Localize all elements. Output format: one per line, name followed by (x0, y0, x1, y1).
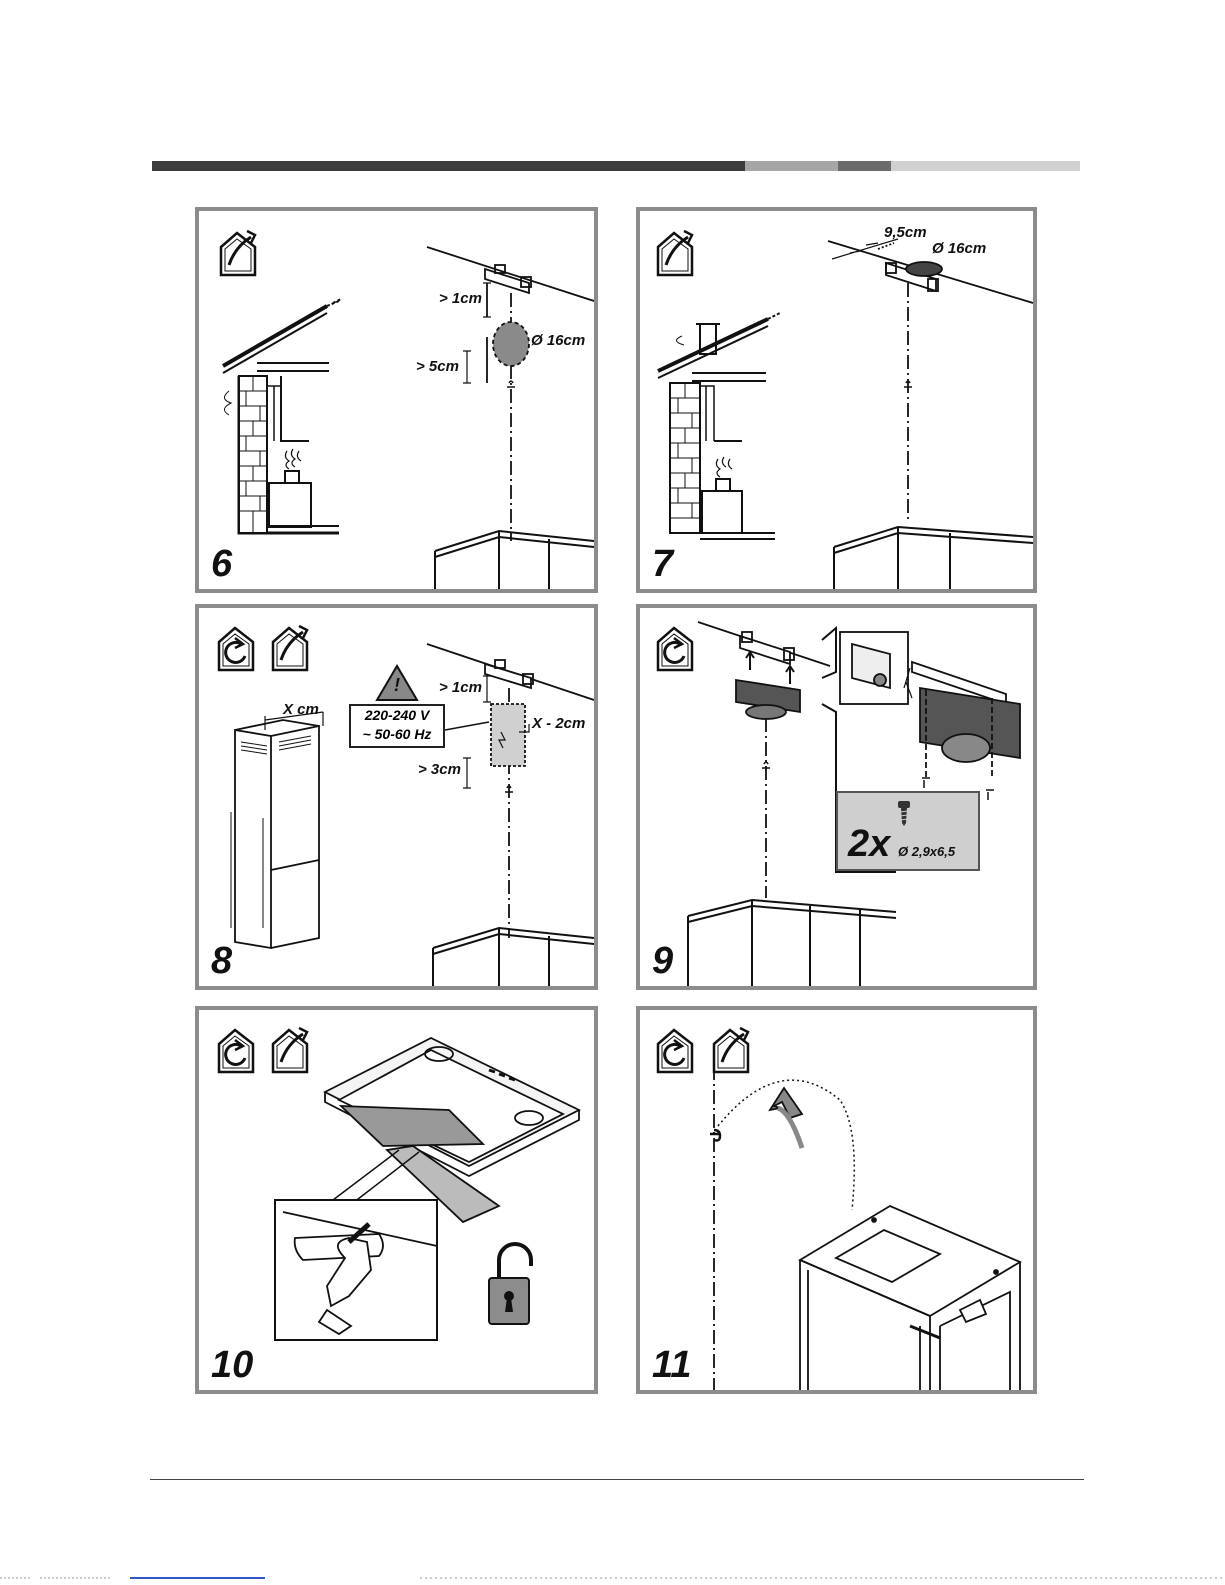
step-number: 10 (211, 1346, 253, 1384)
screw-icon (894, 799, 1034, 875)
recirculation-icon (219, 1030, 253, 1072)
header-bar-segment-light (745, 161, 838, 171)
step-8-panel: X cm > 1cm X - 2cm > 3cm ! 220-240 V ~ 5… (195, 604, 598, 990)
step-number: 6 (211, 545, 232, 583)
duct-out-icon (273, 626, 307, 670)
step-6-illustration (199, 211, 594, 589)
screw-spec-box: 2x Ø 2,9x6,5 (836, 791, 980, 871)
unlock-padlock-icon (489, 1244, 531, 1324)
diameter-label: Ø 16cm (932, 241, 986, 256)
footer-crop-marks (0, 1575, 1225, 1581)
recirculation-icon (658, 1030, 692, 1072)
offset-label: 9,5cm (884, 225, 927, 240)
frequency-label: ~ 50-60 Hz (351, 725, 443, 744)
footer-rule (150, 1479, 1084, 1480)
gap-top-label: > 1cm (439, 680, 482, 695)
gap-top-label: > 1cm (439, 291, 482, 306)
warning-symbol: ! (394, 676, 400, 694)
header-color-bar (152, 161, 1080, 171)
header-bar-segment-pale (891, 161, 1080, 171)
screw-size: Ø 2,9x6,5 (898, 845, 955, 858)
step-number: 8 (211, 942, 232, 980)
step-7-panel: 9,5cm Ø 16cm 7 (636, 207, 1037, 593)
step-7-illustration (640, 211, 1033, 589)
chimney-width-label: X cm (283, 702, 319, 717)
voltage-label: 220-240 V (351, 706, 443, 725)
step-number: 7 (652, 545, 673, 583)
header-bar-segment-dark (152, 161, 745, 171)
step-11-illustration (640, 1010, 1033, 1390)
recirculation-icon (219, 628, 253, 670)
duct-out-icon (273, 1028, 307, 1072)
step-number: 11 (652, 1346, 691, 1384)
step-8-illustration (199, 608, 594, 986)
screw-quantity: 2x (848, 825, 890, 863)
header-bar-segment-mid (838, 161, 891, 171)
duct-out-icon (658, 231, 692, 275)
step-9-panel: 2x Ø 2,9x6,5 9 (636, 604, 1037, 990)
duct-out-icon (221, 231, 255, 275)
step-10-panel: 10 (195, 1006, 598, 1394)
gap-bottom-label: > 5cm (416, 359, 459, 374)
socket-width-label: X - 2cm (532, 716, 585, 731)
gap-bottom-label: > 3cm (418, 762, 461, 777)
recirculation-icon (658, 628, 692, 670)
duct-out-icon (714, 1028, 748, 1072)
electrical-warning-box: 220-240 V ~ 50-60 Hz (349, 704, 445, 748)
diameter-label: Ø 16cm (531, 333, 585, 348)
step-11-panel: 11 (636, 1006, 1037, 1394)
step-10-illustration (199, 1010, 594, 1390)
step-6-panel: > 1cm Ø 16cm > 5cm 6 (195, 207, 598, 593)
step-number: 9 (652, 942, 673, 980)
